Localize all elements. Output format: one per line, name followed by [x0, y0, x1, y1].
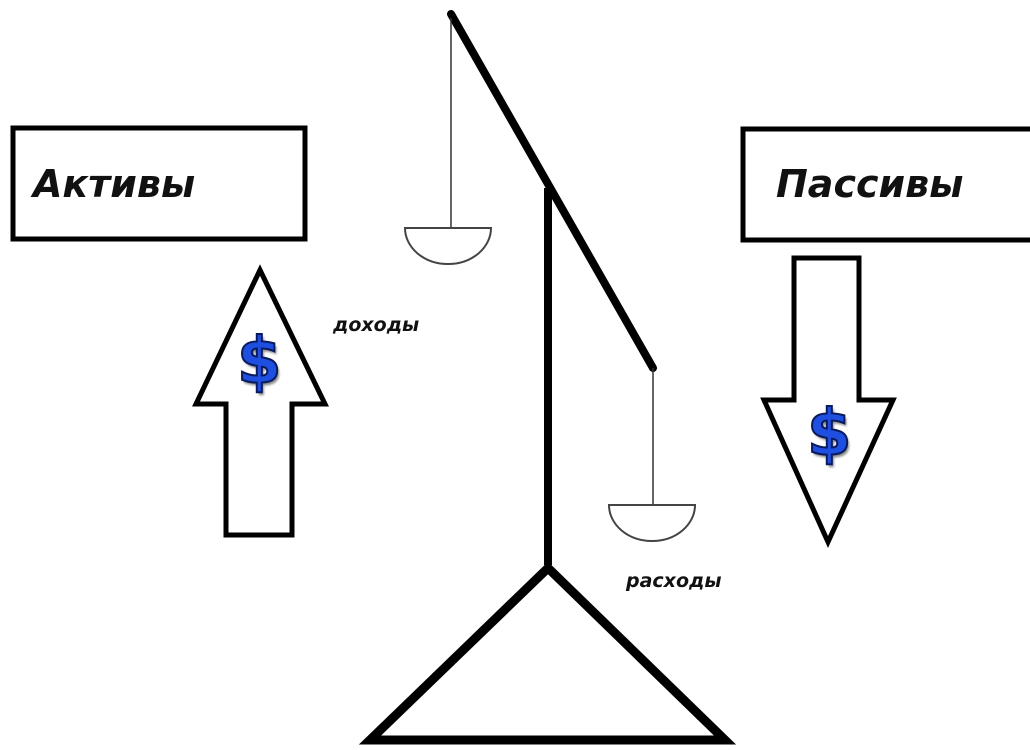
right-pan	[607, 504, 697, 542]
up-arrow-icon	[192, 264, 329, 538]
left-pan	[403, 227, 493, 265]
liabilities-label: Пассивы	[776, 162, 964, 206]
down-arrow-icon	[760, 255, 897, 549]
dollar-icon-assets: $	[236, 325, 283, 399]
income-label: доходы	[333, 314, 420, 336]
scale-base	[358, 561, 737, 745]
dollar-icon-liabilities: $	[806, 397, 853, 471]
liabilities-box	[740, 126, 1030, 243]
expenses-label: расходы	[626, 570, 722, 592]
assets-box	[10, 125, 308, 242]
assets-label: Активы	[33, 162, 196, 206]
